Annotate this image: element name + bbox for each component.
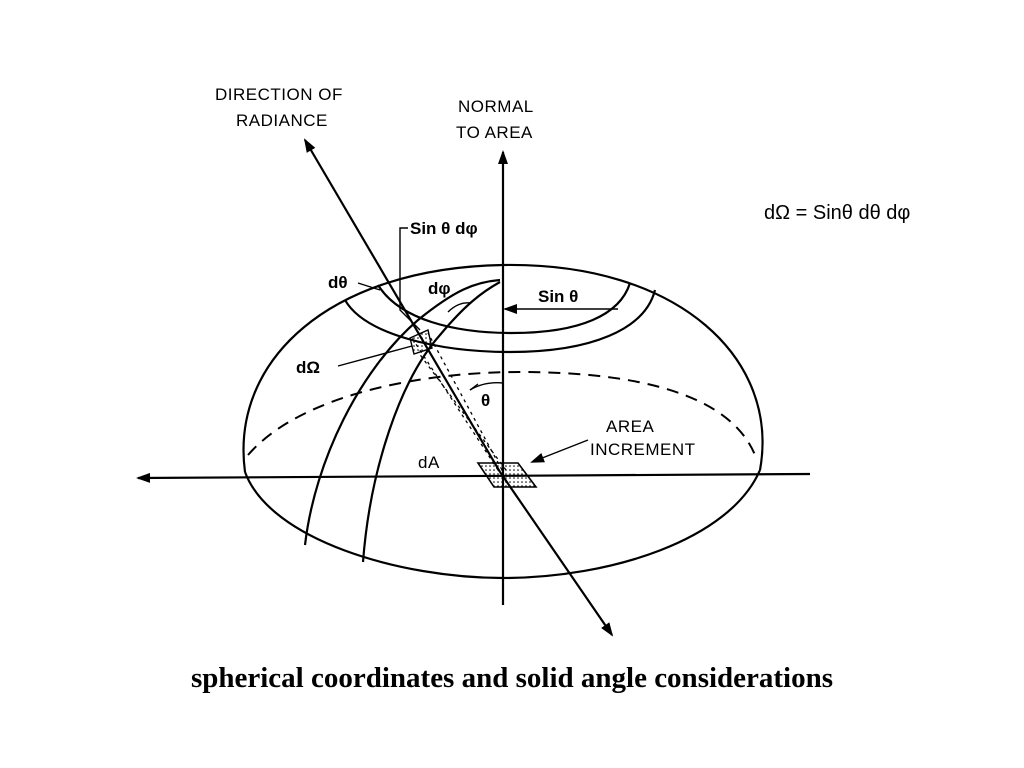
normal-to-area-label-line2: TO AREA bbox=[456, 123, 533, 142]
meridian-arc-outer bbox=[303, 278, 501, 546]
direction-of-radiance-label-line1: DIRECTION OF bbox=[215, 85, 343, 104]
hemisphere-dashed-ring bbox=[247, 370, 756, 456]
sin-theta-dphi-leader bbox=[399, 227, 421, 331]
latitude-ring-outer bbox=[344, 289, 657, 354]
theta-label: θ bbox=[481, 391, 490, 410]
sin-theta-dphi-label: Sin θ dφ bbox=[410, 219, 478, 238]
solid-angle-formula: dΩ = Sinθ dθ dφ bbox=[764, 202, 910, 224]
area-increment-patch bbox=[476, 462, 538, 488]
d-omega-patch bbox=[409, 329, 433, 355]
normal-to-area-label-line1: NORMAL bbox=[458, 97, 534, 116]
d-omega-label: dΩ bbox=[296, 358, 320, 377]
direction-of-radiance-label-line2: RADIANCE bbox=[236, 111, 328, 130]
hemisphere-front-rim bbox=[243, 469, 762, 580]
d-phi-label: dφ bbox=[428, 279, 451, 298]
horizontal-axis bbox=[136, 472, 811, 483]
d-theta-label: dθ bbox=[328, 273, 348, 292]
area-increment-label-line2: INCREMENT bbox=[590, 440, 696, 459]
cone-line-2 bbox=[427, 332, 503, 471]
d-phi-arc bbox=[447, 302, 471, 313]
dA-label: dA bbox=[418, 453, 440, 472]
area-increment-leader bbox=[530, 439, 589, 463]
d-theta-leader bbox=[357, 282, 381, 291]
d-omega-leader bbox=[337, 345, 413, 367]
meridian-arc-inner bbox=[361, 281, 501, 563]
figure-caption: spherical coordinates and solid angle co… bbox=[190, 662, 834, 694]
area-increment-label-line1: AREA bbox=[606, 417, 654, 436]
transmitted-ray-arrow bbox=[499, 471, 614, 637]
cone-line-1 bbox=[411, 337, 499, 471]
direction-of-radiance-arrow bbox=[303, 138, 501, 473]
hemisphere-outline bbox=[242, 263, 764, 473]
sin-theta-label: Sin θ bbox=[538, 287, 578, 306]
theta-arc-tick bbox=[469, 383, 479, 391]
